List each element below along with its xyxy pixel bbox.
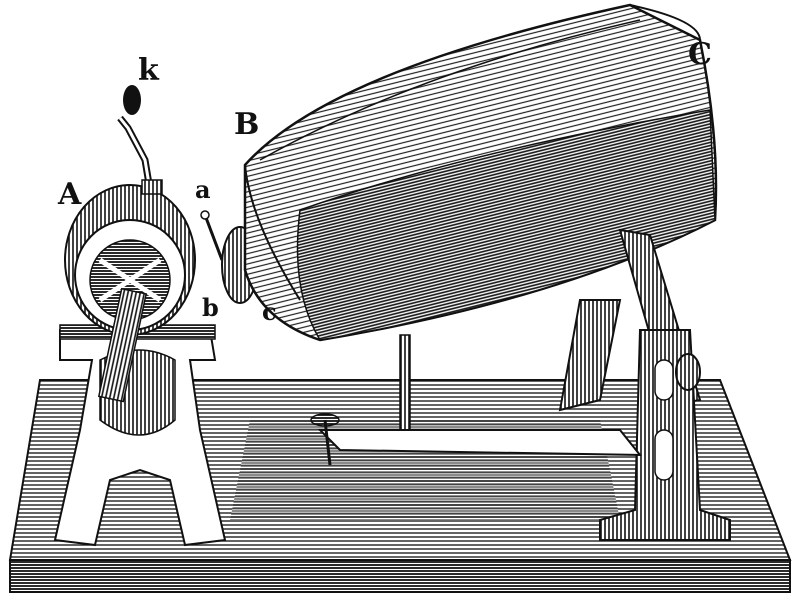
label-k: k (138, 53, 159, 88)
label-A: A (58, 177, 82, 212)
right-stand (558, 299, 731, 541)
crank-handle (117, 85, 163, 195)
label-B: B (234, 107, 260, 142)
label-c: c (262, 297, 277, 326)
label-a: a (195, 175, 211, 204)
drum-wheel (64, 184, 196, 403)
barrel-horn (243, 3, 718, 342)
floor-bracket (310, 413, 643, 466)
label-b: b (202, 293, 219, 322)
label-C: C (688, 37, 712, 72)
